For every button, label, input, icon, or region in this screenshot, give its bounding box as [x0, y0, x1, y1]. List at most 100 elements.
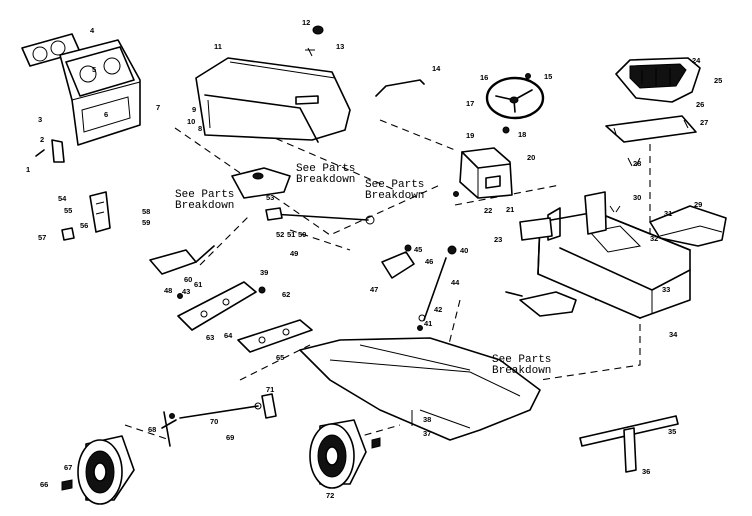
part-label-3: 3 — [38, 115, 42, 124]
part-label-7: 7 — [156, 103, 160, 112]
battery-cover — [231, 167, 291, 199]
part-label-31: 31 — [664, 209, 672, 218]
part-label-28: 28 — [633, 159, 641, 168]
part-label-45: 45 — [414, 245, 422, 254]
part-label-58: 58 — [142, 207, 150, 216]
steering-wheel — [485, 76, 545, 120]
part-label-51: 51 — [287, 230, 295, 239]
part-label-67: 67 — [64, 463, 72, 472]
support-plate — [89, 191, 111, 233]
front-right-wheel — [309, 419, 367, 489]
mount-plate — [519, 217, 553, 241]
part-label-9: 9 — [192, 105, 196, 114]
steering-support — [459, 147, 513, 199]
part-label-36: 36 — [642, 467, 650, 476]
axle-bracket — [177, 281, 257, 331]
part-label-48: 48 — [164, 286, 172, 295]
part-label-61: 61 — [194, 280, 202, 289]
bracket — [35, 139, 65, 163]
hood-rod — [375, 79, 425, 97]
part-label-33: 33 — [662, 285, 670, 294]
part-label-22: 22 — [484, 206, 492, 215]
part-label-39: 39 — [260, 268, 268, 277]
part-label-15: 15 — [544, 72, 552, 81]
part-label-54: 54 — [58, 194, 67, 203]
part-label-65: 65 — [276, 353, 284, 362]
part-label-69: 69 — [226, 433, 234, 442]
spindle — [261, 393, 277, 419]
part-label-25: 25 — [714, 76, 722, 85]
pedal-rod — [418, 245, 457, 322]
part-label-71: 71 — [266, 385, 274, 394]
pedal-bracket — [381, 244, 415, 279]
pedal — [505, 291, 577, 317]
dash-panel — [59, 39, 141, 146]
part-label-64: 64 — [224, 331, 233, 340]
part-label-16: 16 — [480, 73, 488, 82]
part-label-32: 32 — [650, 234, 658, 243]
part-label-26: 26 — [696, 100, 704, 109]
part-label-8: 8 — [198, 124, 202, 133]
front-axle — [237, 319, 313, 353]
part-label-17: 17 — [466, 99, 474, 108]
part-label-43: 43 — [182, 287, 190, 296]
part-label-42: 42 — [434, 305, 442, 314]
part-label-35: 35 — [668, 427, 676, 436]
part-label-66: 66 — [40, 480, 48, 489]
part-label-41: 41 — [424, 319, 432, 328]
fuel-cap — [305, 25, 324, 57]
part-label-19: 19 — [466, 131, 474, 140]
part-label-40: 40 — [460, 246, 468, 255]
part-label-29: 29 — [694, 200, 702, 209]
small-block — [61, 227, 75, 241]
part-label-37: 37 — [423, 429, 431, 438]
part-label-38: 38 — [423, 415, 431, 424]
part-label-68: 68 — [148, 425, 156, 434]
part-label-49: 49 — [290, 249, 298, 258]
part-label-62: 62 — [282, 290, 290, 299]
part-number-callouts: 1 2 3 4 5 6 7 8 9 10 11 12 13 14 15 16 1… — [26, 18, 722, 500]
part-label-50: 50 — [298, 230, 306, 239]
part-label-55: 55 — [64, 206, 72, 215]
part-label-60: 60 — [184, 275, 192, 284]
part-label-30: 30 — [633, 193, 641, 202]
part-label-59: 59 — [142, 218, 150, 227]
part-label-24: 24 — [692, 56, 701, 65]
part-label-12: 12 — [302, 18, 310, 27]
part-label-1: 1 — [26, 165, 30, 174]
part-label-70: 70 — [210, 417, 218, 426]
part-label-2: 2 — [40, 135, 44, 144]
part-label-5: 5 — [92, 65, 96, 74]
part-label-14: 14 — [432, 64, 441, 73]
part-label-4: 4 — [90, 26, 95, 35]
part-label-47: 47 — [370, 285, 378, 294]
front-left-wheel — [77, 435, 135, 505]
part-label-63: 63 — [206, 333, 214, 342]
part-label-27: 27 — [700, 118, 708, 127]
tie-rod — [161, 402, 262, 447]
part-label-23: 23 — [494, 235, 502, 244]
chassis-frame — [299, 337, 541, 441]
hardware-bolts — [61, 73, 641, 491]
part-label-18: 18 — [518, 130, 526, 139]
body-bracket — [584, 191, 607, 235]
control-rod — [265, 207, 375, 225]
part-label-44: 44 — [451, 278, 460, 287]
part-label-56: 56 — [80, 221, 88, 230]
seat — [615, 57, 701, 103]
part-label-21: 21 — [506, 205, 514, 214]
part-label-57: 57 — [38, 233, 46, 242]
seat-pan — [605, 115, 697, 143]
part-label-20: 20 — [527, 153, 535, 162]
linkage-bracket — [149, 245, 215, 275]
part-label-53: 53 — [266, 193, 274, 202]
part-label-34: 34 — [669, 330, 678, 339]
part-label-46: 46 — [425, 257, 433, 266]
part-label-11: 11 — [214, 42, 222, 51]
part-label-72: 72 — [326, 491, 334, 500]
